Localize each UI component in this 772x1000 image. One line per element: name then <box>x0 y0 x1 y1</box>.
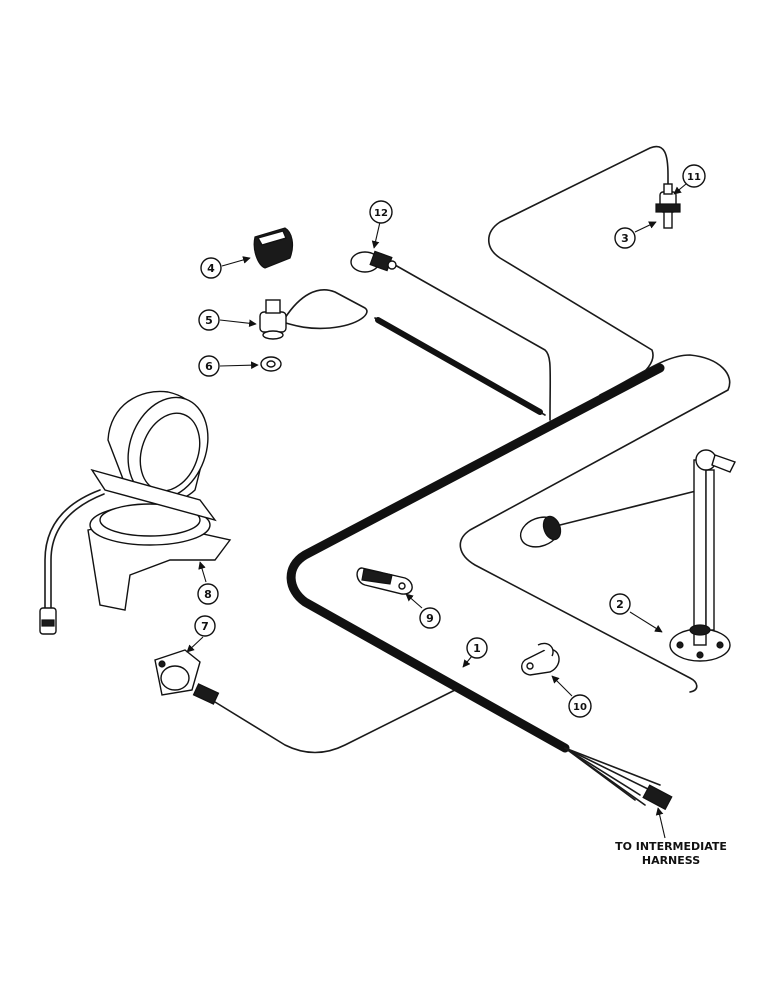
callout-10-label: 10 <box>573 702 587 713</box>
callout-8-label: 8 <box>204 588 212 601</box>
switch-part <box>259 299 287 340</box>
pressure-switch-part <box>350 250 397 273</box>
callout-9-label: 9 <box>426 612 434 625</box>
callout-1-label: 1 <box>473 642 481 655</box>
lamp-assembly-part <box>39 390 232 635</box>
callout-12: 12 <box>369 200 393 249</box>
wire-to-fuel-sender <box>459 354 731 693</box>
callout-5: 5 <box>198 309 257 331</box>
fuel-sender-part <box>519 449 736 662</box>
callout-2-label: 2 <box>616 598 624 611</box>
callout-3: 3 <box>614 221 657 249</box>
callout-8: 8 <box>197 561 219 605</box>
knob-part <box>253 227 294 269</box>
callout-6: 6 <box>198 355 259 377</box>
clip-part <box>356 567 413 595</box>
wire-to-switch-12 <box>394 264 552 421</box>
callout-10: 10 <box>551 675 592 718</box>
callout-12-label: 12 <box>374 208 388 219</box>
note-line-1: TO INTERMEDIATE <box>615 840 727 853</box>
harness-note: TO INTERMEDIATE HARNESS <box>615 807 727 867</box>
wire-to-temp-sender <box>487 145 669 406</box>
wires <box>214 145 731 754</box>
callout-1: 1 <box>462 637 488 668</box>
main-harness <box>286 317 673 811</box>
washer-part <box>260 356 282 372</box>
callout-2: 2 <box>609 593 663 633</box>
note-line-2: HARNESS <box>642 854 700 867</box>
callout-9: 9 <box>405 593 441 629</box>
wire-to-float <box>559 489 706 526</box>
sensor-part <box>154 649 220 705</box>
callout-7: 7 <box>186 615 216 653</box>
clamp-part <box>521 642 560 676</box>
callout-11-label: 11 <box>687 172 701 183</box>
callout-4: 4 <box>200 256 251 279</box>
temp-sender-part <box>655 183 681 229</box>
callout-3-label: 3 <box>621 232 629 245</box>
callout-7-label: 7 <box>201 620 209 633</box>
callout-4-label: 4 <box>207 262 215 275</box>
callout-11: 11 <box>673 164 706 195</box>
callout-5-label: 5 <box>205 314 213 327</box>
callout-6-label: 6 <box>205 360 213 373</box>
wire-to-sensor-7 <box>214 689 456 754</box>
wire-to-switch-5 <box>281 289 368 330</box>
